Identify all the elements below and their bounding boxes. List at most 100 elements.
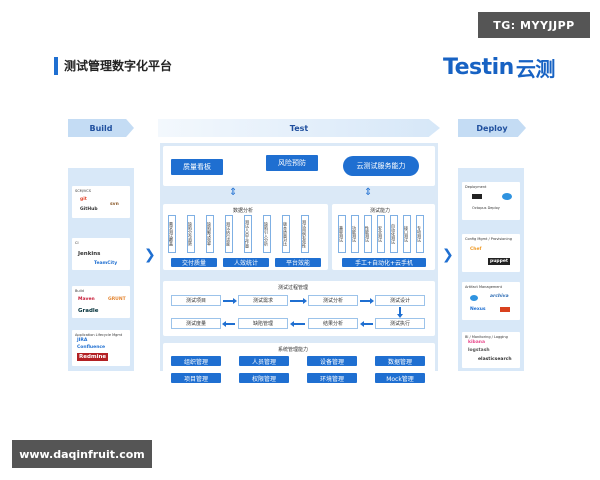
card-build: Build Maven GRUNT Gradle xyxy=(72,286,130,318)
card-title: Artifact Management xyxy=(465,285,503,289)
arrow-left-icon xyxy=(290,321,305,327)
card-title: Deployment xyxy=(465,185,487,189)
analysis-column: 测试用例有效性 xyxy=(301,215,309,253)
card-config: Config Mgmt / Provisioning Chef puppet xyxy=(462,234,520,272)
deploy-tool-icon xyxy=(472,194,482,199)
card-scm: SCM/VCS git GitHub svn xyxy=(72,186,130,218)
card-deployment: Deployment Octopus Deploy xyxy=(462,182,520,220)
efficiency-chip: 人效统计 xyxy=(223,258,269,267)
quality-dashboard-box: 质量看板 xyxy=(171,159,223,175)
elasticsearch-logo: elasticsearch xyxy=(478,357,512,362)
teamcity-logo: TeamCity xyxy=(94,261,118,266)
panel-title: 系统管理能力 xyxy=(278,347,309,353)
watermark-top: TG: MYYJJPP xyxy=(478,12,590,38)
capability-column: 接口测试 xyxy=(403,215,411,253)
capability-column: 专项测试 xyxy=(416,215,424,253)
arrow-right-icon xyxy=(360,298,374,304)
sys-chip: 环境管理 xyxy=(307,373,357,383)
card-title: SCM/VCS xyxy=(75,189,91,193)
artifact-icon xyxy=(470,295,478,301)
card-alm: Application Lifecycle Mgmt JIRA Confluen… xyxy=(72,330,130,366)
capability-column: 功能测试 xyxy=(351,215,359,253)
test-capability-panel: 测试能力 兼容测试 功能测试 性能测试 安全测试 自动化测试 接口测试 专项测试… xyxy=(332,204,435,270)
capability-column: 性能测试 xyxy=(364,215,372,253)
workflow-step: 测试设计 xyxy=(375,295,425,306)
data-analysis-panel: 数据分析 需求测试覆盖 缺陷分布趋势 缺陷解决效率 测试执行进度 测试人员工作量… xyxy=(163,204,328,270)
cloud-test-service-bubble: 云测试服务能力 xyxy=(343,156,419,176)
delivery-quality-chip: 交付质量 xyxy=(171,258,217,267)
double-arrow-icon: ⇕ xyxy=(364,187,373,198)
risk-prevention-box: 风险预防 xyxy=(266,155,318,171)
jira-logo: JIRA xyxy=(77,338,88,343)
phase-test: Test xyxy=(158,119,440,137)
grunt-logo: GRUNT xyxy=(108,297,126,302)
archiva-logo: archiva xyxy=(490,294,509,299)
workflow-step: 测试项目 xyxy=(171,295,221,306)
arrow-left-icon xyxy=(222,321,235,327)
confluence-logo: Confluence xyxy=(77,345,106,350)
capability-column: 安全测试 xyxy=(377,215,385,253)
logo-latin: Testin xyxy=(443,54,514,80)
puppet-logo: puppet xyxy=(488,258,511,265)
sys-chip: 项目管理 xyxy=(171,373,221,383)
page-title: 测试管理数字化平台 xyxy=(64,59,173,73)
double-arrow-icon: ⇕ xyxy=(229,187,238,198)
top-service-panel: 质量看板 风险预防 云测试服务能力 xyxy=(163,146,435,186)
card-title: Config Mgmt / Provisioning xyxy=(465,237,512,241)
analysis-column: 缺陷解决效率 xyxy=(206,215,214,253)
title-accent-bar xyxy=(54,57,58,75)
logo-cn: 云测 xyxy=(515,56,556,81)
analysis-column: 需求测试覆盖 xyxy=(168,215,176,253)
chef-logo: Chef xyxy=(470,247,482,252)
watermark-bottom: www.daqinfruit.com xyxy=(12,440,152,468)
analysis-column: 版本质量对比 xyxy=(282,215,290,253)
workflow-step: 测试度量 xyxy=(171,318,221,329)
maven-logo: Maven xyxy=(78,297,95,302)
svn-logo: svn xyxy=(110,202,119,207)
analysis-column: 缺陷分布趋势 xyxy=(187,215,195,253)
arrow-left-icon xyxy=(360,321,373,327)
chevron-right-icon: ❯ xyxy=(144,247,156,263)
sys-chip: 设备管理 xyxy=(307,356,357,366)
arrow-down-icon xyxy=(397,307,403,318)
chevron-right-icon: ❯ xyxy=(442,247,454,263)
workflow-step: 缺陷管理 xyxy=(238,318,288,329)
arrow-right-icon xyxy=(223,298,237,304)
gradle-logo: Gradle xyxy=(78,308,99,314)
octopus-deploy-logo: Octopus Deploy xyxy=(472,206,500,210)
analysis-column: 测试执行进度 xyxy=(225,215,233,253)
red-logo-icon xyxy=(500,307,510,312)
phase-build: Build xyxy=(68,119,134,137)
logstash-logo: logstash xyxy=(468,348,490,353)
arrow-right-icon xyxy=(290,298,307,304)
sys-chip: 人员管理 xyxy=(239,356,289,366)
sys-chip: Mock管理 xyxy=(375,373,425,383)
system-management-panel: 系统管理能力 组织管理 人员管理 设备管理 数据管理 项目管理 权限管理 环境管… xyxy=(163,343,435,389)
workflow-step: 结果分析 xyxy=(308,318,358,329)
git-logo: git xyxy=(80,197,87,202)
card-title: BI / Monitoring / Logging xyxy=(465,335,508,339)
analysis-column: 测试人员工作量 xyxy=(244,215,252,253)
deploy-column: Deployment Octopus Deploy Config Mgmt / … xyxy=(458,168,524,371)
capability-column: 自动化测试 xyxy=(390,215,398,253)
card-title: CI xyxy=(75,241,79,245)
sys-chip: 组织管理 xyxy=(171,356,221,366)
card-ci: CI Jenkins TeamCity xyxy=(72,238,130,270)
workflow-step: 测试需求 xyxy=(238,295,288,306)
build-column: SCM/VCS git GitHub svn CI Jenkins TeamCi… xyxy=(68,168,134,371)
jenkins-logo: Jenkins xyxy=(78,251,101,257)
github-logo: GitHub xyxy=(80,207,98,212)
platform-efficacy-chip: 平台效能 xyxy=(275,258,321,267)
sys-chip: 权限管理 xyxy=(239,373,289,383)
redmine-logo: Redmine xyxy=(77,353,109,361)
card-artifact: Artifact Management archiva Nexus xyxy=(462,282,520,320)
kibana-logo: kibana xyxy=(468,340,486,345)
nexus-logo: Nexus xyxy=(470,307,486,312)
sys-chip: 数据管理 xyxy=(375,356,425,366)
workflow-step: 测试执行 xyxy=(375,318,425,329)
capability-column: 兼容测试 xyxy=(338,215,346,253)
card-title: Application Lifecycle Mgmt xyxy=(75,333,123,337)
panel-title: 数据分析 xyxy=(233,208,254,214)
card-monitoring: BI / Monitoring / Logging kibana logstas… xyxy=(462,332,520,368)
